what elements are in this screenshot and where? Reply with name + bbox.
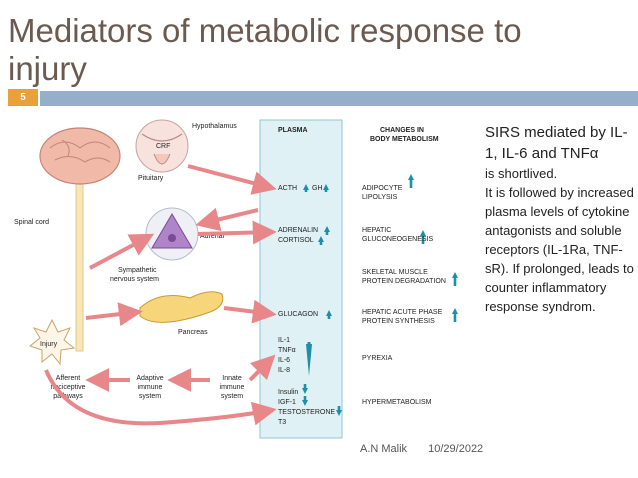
plasma-gh: GH — [312, 185, 323, 192]
injury-label: Injury — [40, 341, 58, 348]
slide-number: 5 — [8, 89, 38, 106]
plasma-insulin: Insulin — [278, 389, 298, 396]
plasma-tnf: TNFα — [278, 347, 296, 354]
plasma-testosterone: TESTOSTERONE — [278, 409, 335, 416]
brain-icon — [39, 127, 121, 185]
pituitary-label: Pituitary — [138, 175, 164, 182]
hypothalamus-pituitary-icon — [135, 119, 189, 173]
change-hypermetabolism: HYPERMETABOLISM — [362, 399, 432, 406]
plasma-adrenalin: ADRENALIN — [278, 227, 318, 234]
sirs-description: SIRS mediated by IL-1, IL-6 and TNFα is … — [485, 122, 635, 316]
adrenal-icon — [145, 207, 199, 261]
metabolic-response-diagram: Hypothalamus CRF Pituitary Adrenal Spina… — [14, 119, 458, 439]
plasma-column — [259, 119, 343, 439]
pancreas-icon — [139, 291, 224, 323]
pathway-arrows — [44, 164, 277, 426]
plasma-il1: IL-1 — [278, 337, 290, 344]
injury-icon — [28, 318, 76, 366]
plasma-header: PLASMA — [278, 127, 308, 134]
level-arrows — [302, 174, 458, 416]
footer-author: A.N Malik — [360, 443, 408, 455]
plasma-t3: T3 — [278, 419, 286, 426]
plasma-il8: IL-8 — [278, 367, 290, 374]
adrenal-label: Adrenal — [200, 233, 225, 240]
hypothalamus-label: Hypothalamus — [192, 123, 237, 130]
plasma-igf1: IGF-1 — [278, 399, 296, 406]
spinal-cord-shape — [75, 165, 84, 352]
footer-date: 10/29/2022 — [428, 443, 484, 455]
plasma-il6: IL-6 — [278, 357, 290, 364]
sirs-line-1: SIRS mediated by IL-1, IL-6 and TNFα — [485, 124, 628, 162]
sirs-line-2: is shortlived. — [485, 166, 558, 181]
sirs-line-3: It is followed by increased plasma level… — [485, 185, 634, 314]
change-pyrexia: PYREXIA — [362, 355, 393, 362]
plasma-glucagon: GLUCAGON — [278, 311, 318, 318]
slide-title: Mediators of metabolic response to injur… — [8, 12, 522, 87]
title-accent-bar — [40, 91, 638, 106]
plasma-acth: ACTH — [278, 185, 297, 192]
plasma-cortisol: CORTISOL — [278, 237, 314, 244]
pancreas-label: Pancreas — [178, 329, 208, 336]
spinal-cord-label: Spinal cord — [14, 219, 49, 226]
crf-label: CRF — [156, 143, 170, 150]
slide-footer: A.N Malik 10/29/2022 — [360, 443, 501, 455]
